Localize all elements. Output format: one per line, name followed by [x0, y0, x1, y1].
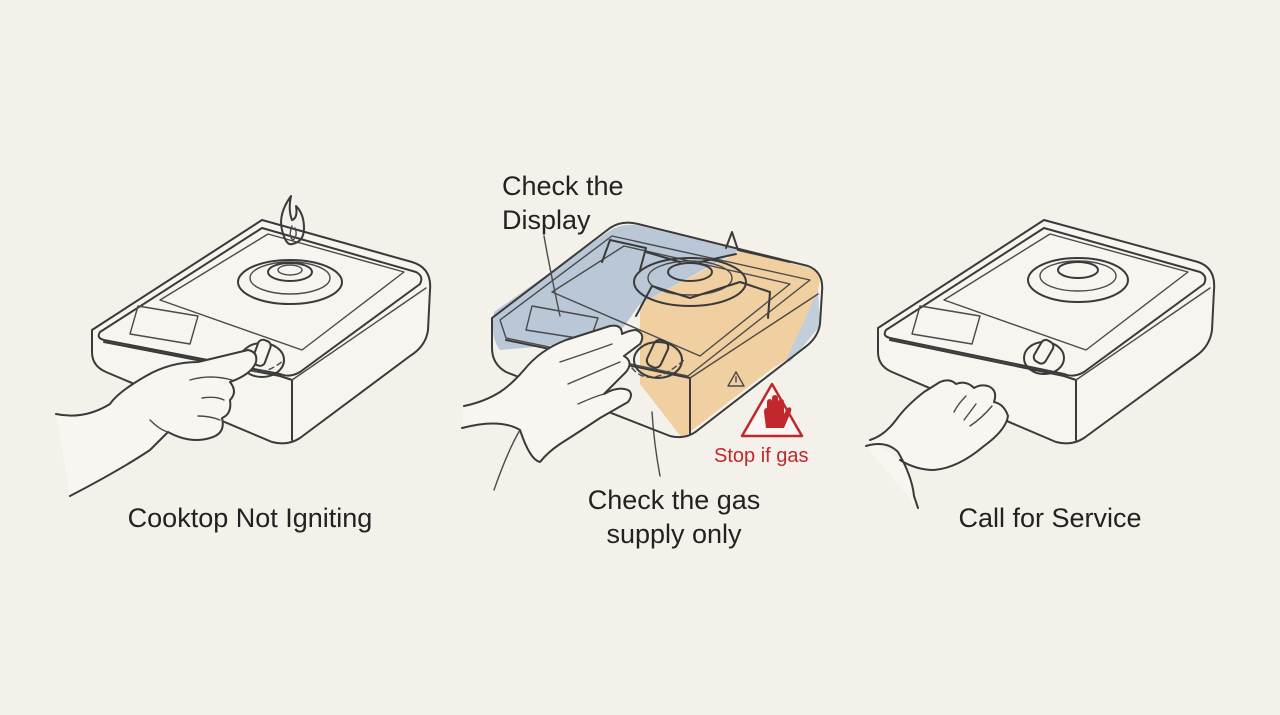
label-check-the-display-line2: Display: [502, 205, 591, 235]
flame-icon: [280, 195, 305, 246]
cooktop-left: [55, 195, 432, 497]
stop-hand-icon: [740, 382, 804, 438]
caption-cooktop-not-igniting: Cooktop Not Igniting: [127, 503, 373, 533]
warning-triangle-icon: [727, 371, 745, 387]
label-check-gas-supply-line2: supply only: [606, 519, 742, 549]
warning-stop-if-gas: Stop if gas: [714, 445, 809, 467]
cooktop-right: [865, 219, 1216, 509]
cooktop-middle: [461, 221, 824, 491]
label-check-the-display-line1: Check the: [502, 171, 624, 201]
display-highlight: [492, 224, 740, 350]
label-check-gas-supply-line1: Check the gas: [587, 485, 761, 515]
caption-call-for-service: Call for Service: [958, 503, 1142, 533]
